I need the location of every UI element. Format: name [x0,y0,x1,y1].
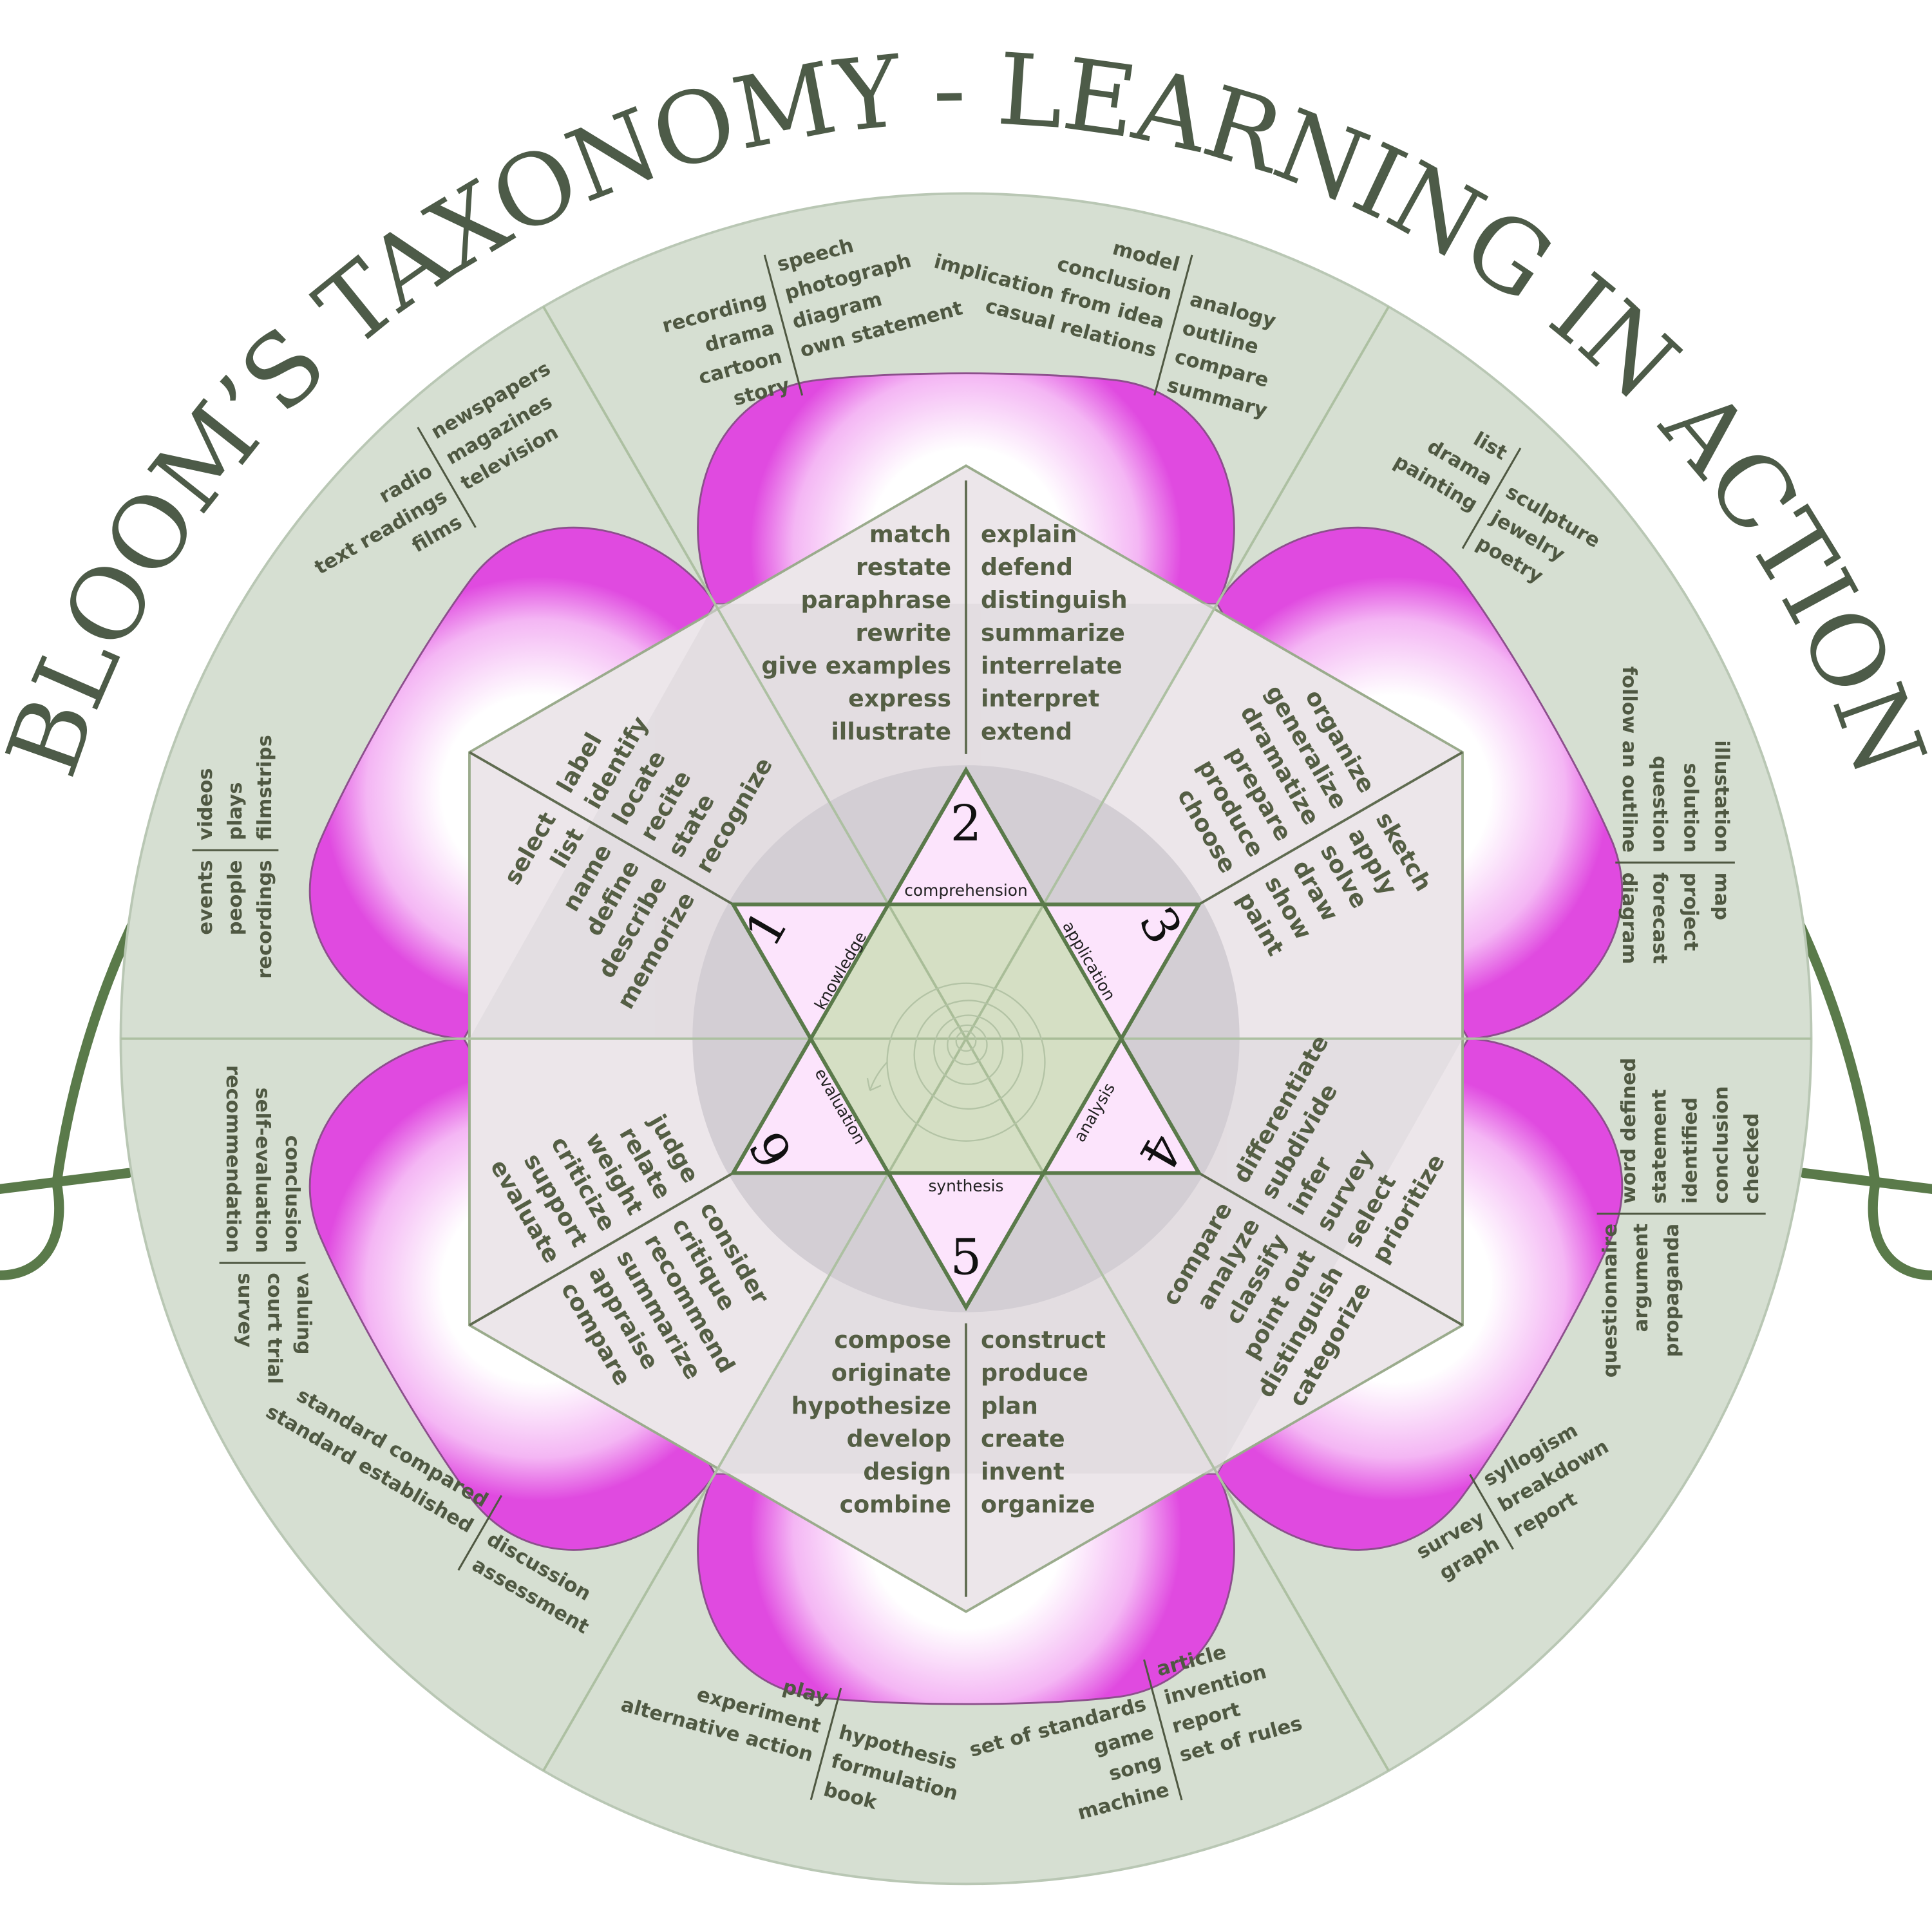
outer-left-word: follow an outline [1618,667,1640,853]
group-divider [763,254,804,396]
outer-left-word: illustation [1710,740,1732,853]
inner-lower-left-group: judgerelateweightcriticizesupportevaluat… [485,1108,775,1390]
group-divider [417,426,477,528]
inner-left-word: rewrite [855,619,951,647]
inner-left-word: paraphrase [800,586,951,614]
outer-right-word: word defined [1618,1057,1640,1204]
inner-right-word: create [981,1425,1065,1452]
group-divider [1461,448,1522,549]
outer-right-word: conclusion [1710,1086,1732,1204]
spiral-icon [866,982,1046,1142]
outer-lower-right-a-group: questionnaire argument propaganda word defi… [1596,1057,1766,1378]
inner-left-word: hypothesize [791,1392,951,1419]
inner-right-word: invent [981,1457,1065,1485]
outer-right-word: court trial [263,1273,285,1384]
outer-lower-left-a-group: conclusion self-evaluation recommendation v… [219,1065,315,1384]
inner-left-word: compose [834,1326,951,1354]
outer-right-word: plays [224,782,247,840]
inner-right-word: plan [981,1392,1038,1419]
outer-right-word: diagram [1618,873,1640,965]
outer-right-word: map [1710,873,1732,920]
group-divider [1153,254,1193,396]
inner-left-word: express [848,685,951,712]
outer-left-word: self-evaluation [251,1088,274,1253]
inner-right-word: interrelate [981,652,1122,679]
outer-left-word: argument [1630,1224,1653,1332]
inner-right-word: interpret [981,685,1099,712]
group-divider [810,1687,842,1801]
core-lines [810,904,1122,1174]
level-label-synthesis: synthesis [928,1177,1003,1195]
inner-right-word: extend [981,717,1072,745]
inner-right-word: produce [981,1359,1088,1387]
inner-right-word: distinguish [981,586,1128,614]
group-divider [1469,1473,1514,1550]
inner-left-word: design [863,1457,951,1485]
outer-left-word: recommendation [222,1065,244,1253]
inner-left-word: originate [831,1359,951,1387]
outer-right-word: valuing [292,1273,315,1354]
outer-left-word: propaganda [1661,1224,1683,1358]
outer-right-word: filmstrips [254,735,276,840]
outer-left-word: solution [1679,762,1701,852]
group-divider [457,1495,503,1571]
inner-right-word: organize [981,1491,1095,1519]
inner-left-word: develop [847,1425,951,1452]
outer-left-word: questionnaire [1599,1224,1622,1378]
inner-right-word: defend [981,553,1073,581]
group-divider [1143,1659,1183,1801]
inner-left-word: illustrate [831,717,951,745]
level-number-2: 2 [951,795,982,853]
inner-left-word: combine [840,1491,951,1519]
inner-right-word: summarize [981,619,1125,647]
inner-left-word: give examples [761,652,951,679]
outer-right-word: forecast [1649,873,1671,964]
level-label-comprehension: comprehension [904,881,1027,900]
inner-bottom-group: compose originate hypothesize develop design… [791,1326,1106,1518]
outer-left-word: events [194,860,217,934]
inner-left-word: restate [856,553,951,581]
outer-right-word: identified [1680,1097,1702,1204]
outer-upper-left-b-group: events people recordings videos plays filmstr… [192,735,279,979]
inner-left-word: match [869,520,951,548]
outer-right-word: survey [233,1273,256,1347]
outer-upper-right-b-group: illustation solution question follow an out… [1615,667,1735,965]
level-number-5: 5 [951,1229,982,1286]
outer-left-word: people [224,860,247,935]
outer-right-word: videos [194,768,217,840]
inner-dividers [468,480,1464,1597]
inner-right-word: explain [981,520,1077,548]
star: 1 knowledge 2 comprehension 3 applicatio… [730,766,1202,1311]
outer-left-word: recordings [254,860,276,978]
outer-left-word: question [1649,755,1671,853]
outer-left-word: conclusion [281,1135,303,1253]
inner-right-word: construct [981,1326,1106,1354]
outer-right-word: statement [1649,1089,1671,1204]
inner-top-group: match restate paraphrase rewrite give exampl… [761,520,1127,746]
outer-right-word: checked [1741,1113,1763,1204]
outer-right-word: project [1679,873,1701,951]
